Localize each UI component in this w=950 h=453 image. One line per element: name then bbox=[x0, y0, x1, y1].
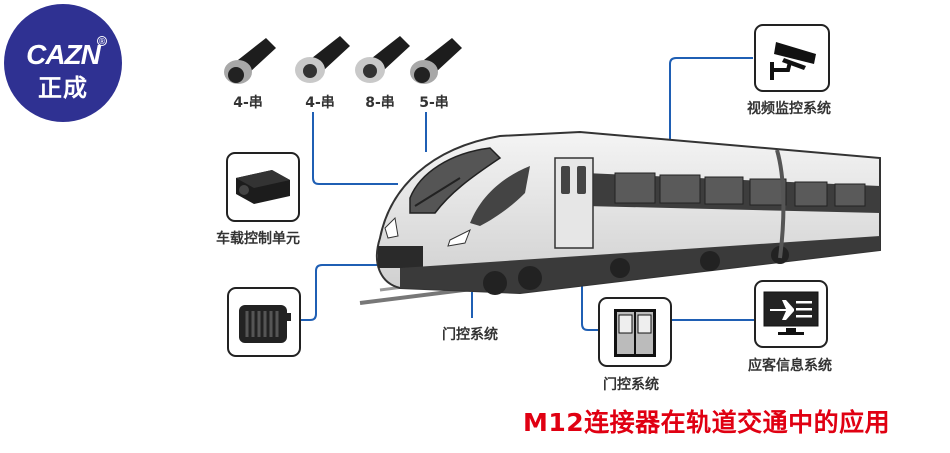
connector-label: 4-串 bbox=[305, 95, 335, 111]
m12-male-connector-icon bbox=[410, 38, 462, 84]
connector-3: 8-串 bbox=[350, 30, 410, 112]
connector-1: 4-串 bbox=[218, 30, 278, 112]
m12-female-connector-icon bbox=[355, 36, 410, 83]
junction-box-icon bbox=[239, 305, 291, 343]
door-control-box bbox=[598, 297, 672, 367]
passenger-info-monitor-icon bbox=[763, 291, 819, 335]
m12-male-connector-icon bbox=[224, 38, 276, 84]
passenger-info-box bbox=[754, 280, 828, 348]
door-control-label: 门控系统 bbox=[603, 377, 659, 393]
registered-mark: ® bbox=[97, 36, 107, 46]
cctv-camera-icon bbox=[770, 42, 816, 80]
page-title: M12连接器在轨道交通中的应用 bbox=[523, 408, 891, 437]
connector-2: 4-串 bbox=[290, 30, 350, 112]
control-unit-icon bbox=[236, 170, 290, 204]
logo-brand-cn: 正成 bbox=[38, 74, 88, 102]
door-control-track-label: 门控系统 bbox=[442, 327, 498, 343]
video-surveillance-label: 视频监控系统 bbox=[747, 101, 831, 117]
passenger-info-label: 应客信息系统 bbox=[748, 358, 832, 374]
door-icon bbox=[614, 309, 656, 357]
connector-label: 8-串 bbox=[365, 95, 395, 111]
cazn-logo: CAZN ® 正成 bbox=[4, 4, 122, 122]
connector-4: 5-串 bbox=[404, 30, 464, 112]
train-illustration bbox=[359, 118, 900, 308]
control-unit-box bbox=[226, 152, 300, 222]
connector-label: 5-串 bbox=[419, 95, 449, 111]
m12-female-connector-icon bbox=[295, 36, 350, 83]
control-unit-label: 车载控制单元 bbox=[216, 231, 300, 247]
connector-label: 4-串 bbox=[233, 95, 263, 111]
junction-box-box bbox=[227, 287, 301, 357]
logo-brand-en: CAZN bbox=[26, 39, 101, 70]
video-surveillance-box bbox=[754, 24, 830, 92]
